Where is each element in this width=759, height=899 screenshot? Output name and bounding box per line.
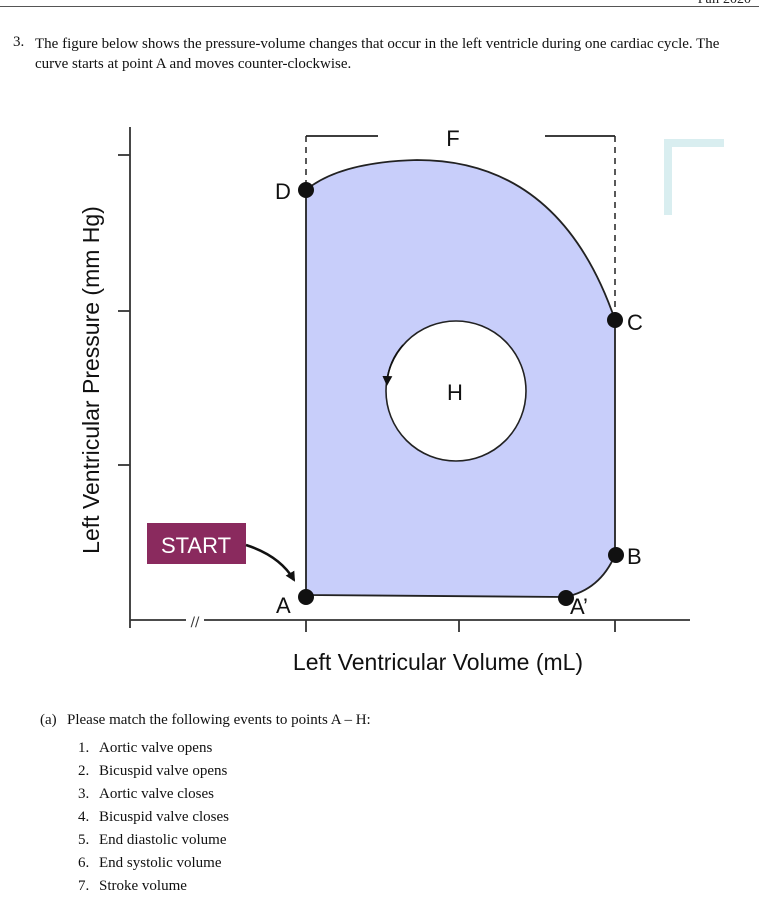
start-box — [147, 523, 246, 564]
event-text: Aortic valve closes — [99, 786, 214, 802]
list-item: 4. Bicuspid valve closes — [78, 807, 229, 830]
y-axis-label: Left Ventricular Pressure (mm Hg) — [78, 206, 104, 554]
list-item: 1. Aortic valve opens — [78, 738, 229, 761]
event-text: End systolic volume — [99, 855, 222, 871]
list-item: 7. Stroke volume — [78, 876, 229, 899]
event-list: 1. Aortic valve opens 2. Bicuspid valve op… — [78, 738, 229, 899]
event-text: Bicuspid valve opens — [99, 763, 228, 779]
list-item: 2. Bicuspid valve opens — [78, 761, 229, 784]
event-number: 6. — [78, 855, 90, 871]
list-item: 3. Aortic valve closes — [78, 784, 229, 807]
event-text: End diastolic volume — [99, 832, 227, 848]
label-c: C — [627, 310, 643, 335]
question-number: 3. — [13, 34, 25, 50]
start-arrow — [245, 543, 296, 582]
event-number: 3. — [78, 786, 90, 802]
question-text: The figure below shows the pressure-volu… — [35, 36, 720, 72]
label-b: B — [627, 544, 642, 569]
pressure-volume-figure: F ∕∕ Left Ventricular Pressure (mm Hg) L… — [78, 126, 724, 675]
header-rule — [0, 6, 759, 7]
label-d: D — [275, 179, 291, 204]
event-text: Stroke volume — [99, 878, 187, 894]
event-number: 4. — [78, 809, 90, 825]
label-h: H — [447, 380, 463, 405]
event-number: 2. — [78, 763, 90, 779]
point-d-dot — [298, 182, 314, 198]
event-number: 5. — [78, 832, 90, 848]
axis-break-gap — [186, 613, 204, 627]
header-fragment: Fall 2020 — [698, 0, 751, 8]
list-item: 5. End diastolic volume — [78, 830, 229, 853]
start-label: START — [161, 533, 231, 558]
circle-h-arrow — [382, 344, 404, 386]
point-a-dot — [298, 589, 314, 605]
part-a-label: (a) — [40, 712, 57, 728]
part-a-text: Please match the following events to poi… — [67, 712, 371, 728]
list-item: 6. End systolic volume — [78, 853, 229, 876]
point-a-prime-dot — [558, 590, 574, 606]
event-text: Aortic valve opens — [99, 740, 213, 756]
point-b-dot — [608, 547, 624, 563]
circle-h — [385, 320, 527, 462]
x-axis-label: Left Ventricular Volume (mL) — [293, 649, 583, 675]
part-a-prompt: (a) Please match the following events to … — [40, 712, 371, 729]
axis-break-mark: ∕∕ — [191, 615, 200, 630]
event-number: 7. — [78, 878, 90, 894]
label-a: A — [276, 593, 291, 618]
point-c-dot — [607, 312, 623, 328]
label-f: F — [446, 126, 459, 151]
event-number: 1. — [78, 740, 90, 756]
corner-mark — [664, 139, 724, 215]
label-a-prime: A’ — [570, 594, 588, 619]
event-text: Bicuspid valve closes — [99, 809, 229, 825]
